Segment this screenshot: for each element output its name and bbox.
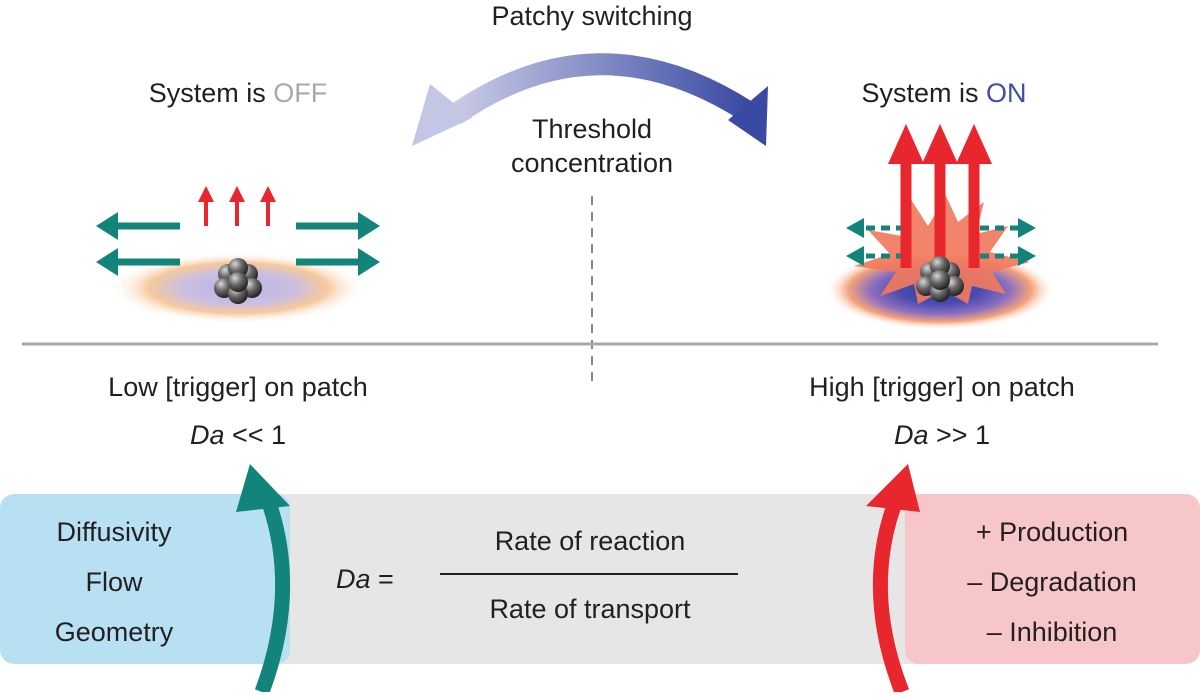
off-transport-arrows [96,212,380,276]
switching-arrow [412,53,768,146]
on-transport-arrows [862,225,1020,259]
left-da-relation: << 1 [224,420,286,450]
reaction-factor-3: – Inhibition [987,617,1118,647]
switching-label: Patchy switching [491,1,692,31]
transport-factor-3: Geometry [55,617,174,647]
transport-factors-panel [0,494,290,664]
threshold-label-line2: concentration [511,148,673,178]
reaction-factors-panel [905,494,1200,664]
right-da-relation: >> 1 [928,420,990,450]
left-da-symbol: Da [190,420,225,450]
on-transport-arrowheads [846,218,1036,266]
equation-lhs-equals: = [371,564,394,594]
transport-factor-1: Diffusivity [56,517,172,547]
reaction-factor-2: – Degradation [967,567,1137,597]
system-on-heading: System is ON [861,78,1026,108]
high-trigger-label: High [trigger] on patch [809,372,1075,402]
status-word-on: ON [986,78,1027,108]
transport-factor-2: Flow [85,567,143,597]
on-patch-illustration [825,124,1055,330]
system-off-heading: System is OFF [149,78,328,108]
grey-center-panel [220,494,980,664]
threshold-label-line1: Threshold [532,114,652,144]
equation-numerator: Rate of reaction [495,526,686,556]
status-word-off: OFF [273,78,327,108]
left-da-label: Da << 1 [190,420,286,450]
on-particle-cluster [916,256,964,302]
status-prefix-off: System is [149,78,274,108]
equation-lhs-symbol: Da [336,564,371,594]
right-da-label: Da >> 1 [894,420,990,450]
reaction-factor-1: + Production [976,517,1128,547]
off-patch-illustration [96,186,380,324]
equation-denominator: Rate of transport [489,594,691,624]
red-curved-arrow [866,464,920,695]
on-reaction-arrows [888,124,992,268]
teal-curved-arrow [236,464,291,695]
low-trigger-label: Low [trigger] on patch [108,372,368,402]
off-particle-cluster [214,258,262,304]
right-da-symbol: Da [894,420,929,450]
equation-lhs: Da = [336,564,394,594]
off-reaction-arrows [198,186,276,226]
status-prefix-on: System is [861,78,986,108]
